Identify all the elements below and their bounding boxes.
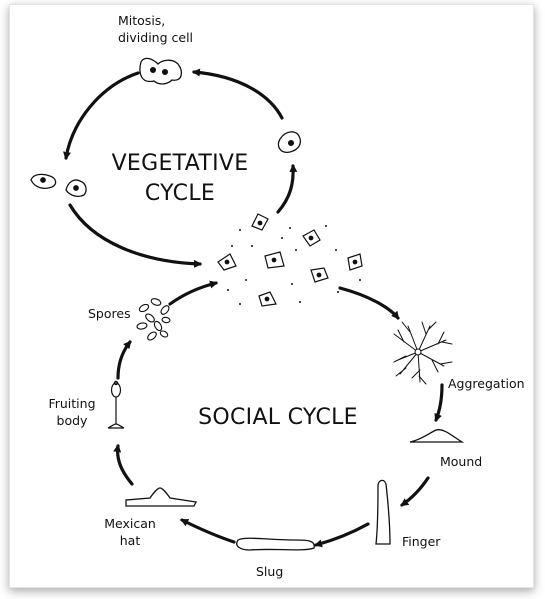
mound-icon — [409, 429, 465, 443]
fruiting-body-label-line2: body — [57, 413, 89, 428]
fruiting-body-icon — [107, 380, 125, 429]
social-cycle-title: SOCIAL CYCLE — [198, 405, 358, 430]
mitosis-label-line2: dividing cell — [118, 30, 193, 45]
spores-icon — [136, 298, 171, 341]
arrow-slug-to-mexican-hat — [180, 518, 236, 544]
vegetative-cycle-title-line1: VEGETATIVE — [112, 151, 249, 176]
single-amoeba-icon — [277, 131, 302, 153]
slug-icon — [236, 537, 315, 551]
aggregation-icon — [393, 321, 453, 385]
mexican-hat-label-line1: Mexican — [104, 516, 156, 531]
arrow-fruiting-body-to-spores — [116, 340, 132, 380]
finger-label: Finger — [402, 534, 441, 549]
mitosis-label-line1: Mitosis, — [118, 13, 165, 28]
arrow-finger-to-slug — [314, 522, 370, 548]
spores-label: Spores — [88, 306, 131, 321]
free-living-amoebae-icon — [217, 213, 363, 307]
fruiting-body-label-line1: Fruiting — [48, 396, 95, 411]
mitosis-dividing-cell-icon — [139, 57, 183, 85]
arrow-amoebae-to-single-cell — [276, 164, 298, 214]
arrow-mitosis-to-daughters — [63, 71, 140, 160]
mexican-hat-label-line2: hat — [120, 533, 141, 548]
arrow-mound-to-finger — [400, 476, 430, 507]
vegetative-cycle-title-line2: CYCLE — [145, 181, 215, 206]
mound-label: Mound — [440, 454, 482, 469]
slug-label: Slug — [256, 564, 283, 579]
arrow-mexican-hat-to-fruiting-body — [113, 444, 134, 486]
mexican-hat-icon — [125, 487, 197, 507]
finger-icon — [375, 479, 391, 545]
vegetative-cycle-arrows — [63, 68, 298, 268]
aggregation-label: Aggregation — [448, 376, 525, 391]
daughter-cells-icon — [30, 173, 87, 197]
arrow-to-mitosis — [192, 68, 284, 120]
social-cycle-arrows — [113, 280, 444, 548]
arrow-amoebae-to-aggregation — [338, 286, 400, 320]
arrow-aggregation-to-mound — [434, 383, 444, 422]
arrow-spores-to-amoebae — [168, 280, 218, 306]
arrow-daughters-to-amoebae — [68, 203, 202, 268]
